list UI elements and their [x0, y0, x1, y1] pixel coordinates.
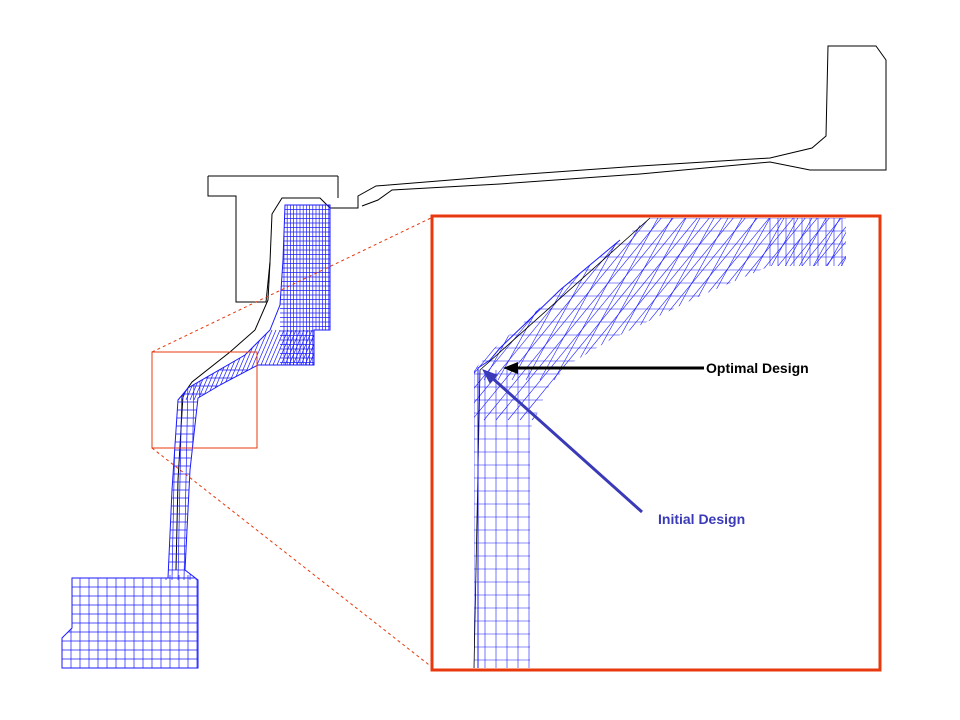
mesh-line — [567, 218, 659, 381]
zoom-frame — [430, 214, 882, 672]
mesh-line — [916, 200, 960, 420]
optimal-design-boundary — [477, 239, 621, 668]
mesh-line — [553, 218, 645, 381]
initial-arrow-line — [488, 374, 644, 514]
mesh-line — [169, 329, 201, 401]
mesh-line — [177, 379, 183, 581]
mesh-line — [539, 218, 631, 381]
mesh-line — [892, 200, 960, 420]
disk-mesh-outline — [61, 204, 331, 669]
mesh-line — [483, 218, 665, 421]
optimal-design-label: Optimal Design — [706, 360, 809, 376]
mesh-line — [229, 329, 261, 401]
mesh-line — [225, 329, 257, 401]
zoom-connector-bottom — [151, 447, 434, 669]
zoom-source-box — [151, 351, 258, 449]
mesh-line — [904, 200, 960, 420]
zoom-connector-top — [151, 216, 434, 353]
mesh-line — [177, 329, 209, 401]
mesh-line — [928, 200, 960, 420]
mesh-line — [317, 329, 330, 401]
mesh-line — [189, 329, 221, 401]
mesh-line — [221, 329, 253, 401]
mesh-line — [880, 200, 960, 420]
casing-outline — [207, 45, 887, 303]
mesh-line — [876, 218, 960, 380]
initial-design-boundary — [473, 217, 651, 669]
mesh-line — [519, 218, 701, 421]
mesh-line — [183, 379, 189, 581]
mesh-line — [209, 329, 241, 401]
mesh-line — [507, 218, 689, 421]
optimal-arrow-head — [503, 362, 518, 374]
mesh-line — [213, 329, 245, 401]
mesh-line — [193, 329, 225, 401]
disk-mesh — [62, 205, 330, 668]
initial-arrow-head — [482, 369, 498, 384]
mesh-line — [321, 329, 330, 401]
mesh-line — [495, 218, 677, 421]
mesh-line — [325, 329, 330, 401]
mesh-line — [868, 200, 960, 420]
mesh-line — [313, 329, 330, 401]
mesh-line — [205, 329, 237, 401]
initial-design-label: Initial Design — [658, 511, 745, 527]
